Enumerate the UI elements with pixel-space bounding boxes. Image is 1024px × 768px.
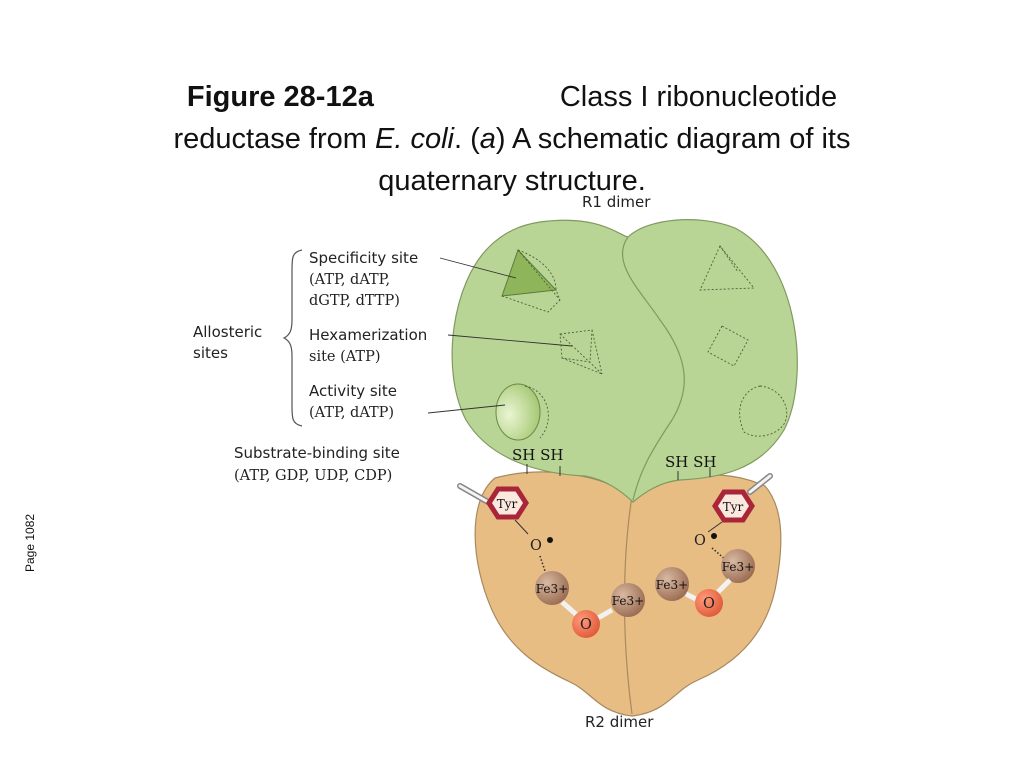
leader-activity: [427, 404, 506, 414]
o-radical-right: O: [694, 533, 706, 549]
fe-label-right-a: Fe3+: [656, 578, 688, 592]
specificity-site-ligands-2: dGTP, dTTP): [309, 293, 400, 309]
r1-subunit-divider: [621, 236, 685, 501]
fe-atom-left-b: [611, 583, 645, 617]
sh-ticks-right: [677, 467, 711, 480]
tyr-ring-right: [712, 489, 755, 523]
title-line2-prefix: reductase from: [173, 123, 375, 155]
fe-o-bonds-left: [560, 600, 614, 621]
r1-dimer: [451, 219, 798, 503]
hexamerization-site-ligands: site (ATP): [309, 349, 381, 365]
tyr-stem-left-core: [458, 484, 490, 504]
right-activity-site: [739, 385, 788, 437]
substrate-site-label: Substrate-binding site: [234, 444, 400, 462]
panel-letter: a: [479, 123, 496, 155]
hexamerization-site-shape: [559, 329, 603, 375]
specificity-site-label: Specificity site: [309, 249, 418, 267]
fe-label-left-b: Fe3+: [612, 594, 644, 608]
oxo-label-right: O: [703, 596, 715, 612]
specificity-site-shape: [501, 249, 558, 297]
sh-ticks-left: [526, 464, 561, 476]
specificity-site-outline: [501, 249, 561, 313]
fe-atom-left-a: [535, 571, 569, 605]
title-line2-mid: . (: [453, 123, 480, 155]
title-line1: Class I ribonucleotide: [559, 81, 838, 113]
radical-dot-left: [547, 537, 553, 543]
radical-dot-right: [711, 533, 717, 539]
tyr-stem-right-core: [748, 474, 772, 494]
figure-title: Figure 28-12a Class I ribonucleotide redu…: [40, 76, 984, 202]
title-line2-suffix: ) A schematic diagram of its: [495, 123, 851, 155]
r1-dimer-label: R1 dimer: [582, 193, 651, 211]
r2-dimer-label: R2 dimer: [585, 713, 654, 731]
oxo-label-left: O: [580, 617, 592, 633]
activity-site-ligands: (ATP, dATP): [309, 405, 394, 421]
leader-hexamerization: [447, 334, 573, 347]
tyr-o-bond-right: [707, 521, 723, 533]
oxo-atom-right: [695, 589, 723, 617]
right-specificity-site: [699, 245, 755, 291]
sh-label-right: SH SH: [665, 453, 716, 471]
substrate-site-ligands: (ATP, GDP, UDP, CDP): [234, 468, 392, 484]
title-line3: quaternary structure.: [378, 165, 646, 197]
hexamerization-site-label: Hexamerization: [309, 326, 427, 344]
sh-label-left: SH SH: [512, 446, 563, 464]
o-radical-left: O: [530, 538, 542, 554]
fe-label-left-a: Fe3+: [536, 582, 568, 596]
fe-atom-right-a: [655, 567, 689, 601]
allosteric-label-line1: Allosteric: [193, 323, 262, 341]
leader-specificity: [439, 257, 517, 279]
oxo-atom-left: [572, 610, 600, 638]
activity-site-label: Activity site: [309, 382, 397, 400]
tyr-ring-left: [486, 486, 529, 520]
fe-atom-right-b: [721, 549, 755, 583]
figure-number: Figure 28-12a: [186, 81, 374, 113]
specificity-site-ligands-1: (ATP, dATP,: [309, 272, 390, 288]
allosteric-bracket: [282, 249, 303, 427]
allosteric-label-line2: sites: [193, 344, 228, 362]
fe-label-right-b: Fe3+: [722, 560, 754, 574]
tyr-o-bond-left: [514, 519, 529, 535]
activity-site-shape: [495, 383, 541, 441]
tyr-label-left: Tyr: [497, 497, 518, 511]
organism-name: E. coli: [374, 123, 454, 155]
tyr-label-right: Tyr: [723, 500, 744, 514]
